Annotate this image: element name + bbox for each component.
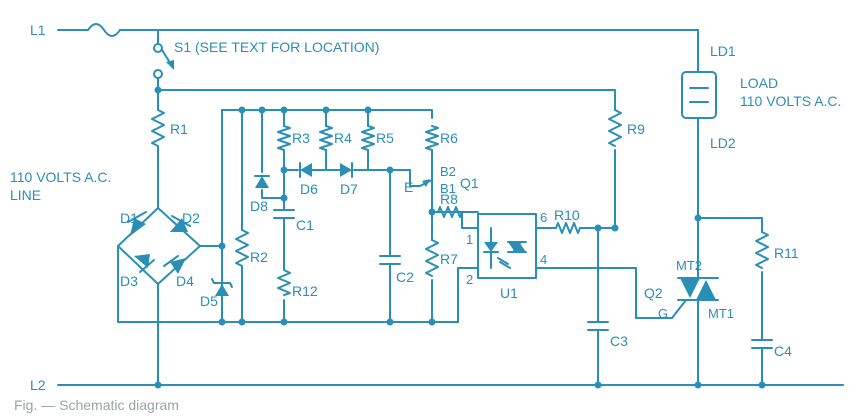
capacitor-c1 (273, 209, 295, 219)
capacitor-c2 (379, 255, 401, 265)
diode-d6 (300, 163, 312, 177)
label-r2: R2 (250, 249, 268, 265)
label-c3: C3 (610, 333, 628, 349)
resistor-r4 (319, 125, 333, 151)
label-r4: R4 (334, 130, 352, 146)
resistor-r6 (425, 125, 439, 151)
label-r10: R10 (554, 207, 580, 223)
transistor-q1 (419, 175, 433, 197)
label-c2: C2 (396, 269, 414, 285)
resistor-r12 (277, 269, 291, 296)
capacitors (273, 209, 773, 355)
diode-d8 (255, 176, 269, 188)
triac-q2 (671, 277, 719, 319)
label-d6: D6 (300, 181, 318, 197)
diode-d7 (340, 163, 352, 177)
labels: L1 L2 S1 (SEE TEXT FOR LOCATION) LD1 LD2… (10, 22, 841, 413)
label-q2-mt2: MT2 (676, 258, 702, 273)
diode-d5 (215, 284, 229, 296)
terminal-ld2: LD2 (710, 135, 736, 151)
label-q2-mt1: MT1 (708, 306, 734, 321)
line-label-1: 110 VOLTS A.C. (10, 169, 111, 185)
label-d8: D8 (250, 198, 268, 214)
label-r1: R1 (170, 121, 188, 137)
label-q1-b2: B2 (440, 164, 456, 179)
figure-caption: Fig. — Schematic diagram (14, 397, 179, 413)
label-r11: R11 (774, 245, 799, 261)
label-d3: D3 (120, 273, 138, 289)
diodes (211, 162, 353, 296)
label-d2: D2 (182, 210, 200, 226)
resistor-r8 (437, 206, 463, 218)
resistor-r5 (361, 125, 375, 151)
label-d1: D1 (120, 210, 138, 226)
capacitor-c4 (751, 339, 773, 349)
line-label-2: LINE (10, 187, 41, 203)
diode-d4 (170, 258, 186, 274)
resistor-r1 (151, 109, 165, 151)
label-r7: R7 (440, 251, 458, 267)
resistors (151, 109, 769, 296)
label-u1-pin1: 1 (466, 232, 473, 247)
switch-s1 (153, 43, 174, 79)
diode-d3 (134, 254, 150, 268)
resistor-r2 (235, 229, 249, 271)
label-u1-pin4: 4 (540, 252, 547, 267)
label-r9: R9 (627, 121, 645, 137)
resistor-r9 (608, 109, 622, 147)
label-c1: C1 (296, 217, 314, 233)
label-r6: R6 (440, 130, 458, 146)
label-r12: R12 (292, 283, 318, 299)
resistor-r3 (277, 125, 291, 151)
terminal-l2: L2 (30, 377, 46, 393)
load-box (681, 71, 717, 119)
wires (57, 23, 844, 386)
bridge-diodes (127, 211, 191, 274)
label-q2-g: G (658, 306, 668, 321)
label-q2: Q2 (644, 285, 663, 301)
label-d5: D5 (200, 293, 218, 309)
label-q1-e: E (404, 179, 413, 195)
label-r8: R8 (440, 191, 458, 207)
resistor-r7 (425, 239, 439, 277)
optocoupler-u1 (477, 213, 537, 279)
junction-dots (154, 86, 766, 389)
label-q1-b1: B1 (440, 181, 456, 196)
load-label-2: 110 VOLTS A.C. (740, 93, 841, 109)
resistor-r11 (755, 231, 769, 269)
label-r3: R3 (292, 130, 310, 146)
label-u1: U1 (500, 285, 518, 301)
switch-label: S1 (SEE TEXT FOR LOCATION) (174, 39, 379, 55)
label-r5: R5 (376, 130, 394, 146)
diode-d1 (130, 218, 146, 236)
load-label-1: LOAD (740, 75, 778, 91)
terminal-l1: L1 (30, 22, 46, 38)
resistor-r10 (555, 222, 581, 234)
label-d7: D7 (340, 181, 358, 197)
capacitor-c3 (587, 321, 609, 331)
label-d4: D4 (176, 273, 194, 289)
label-q1: Q1 (460, 175, 479, 191)
label-u1-pin2: 2 (466, 272, 473, 287)
label-c4: C4 (774, 343, 792, 359)
label-u1-pin6: 6 (540, 210, 547, 225)
terminal-ld1: LD1 (710, 43, 736, 59)
